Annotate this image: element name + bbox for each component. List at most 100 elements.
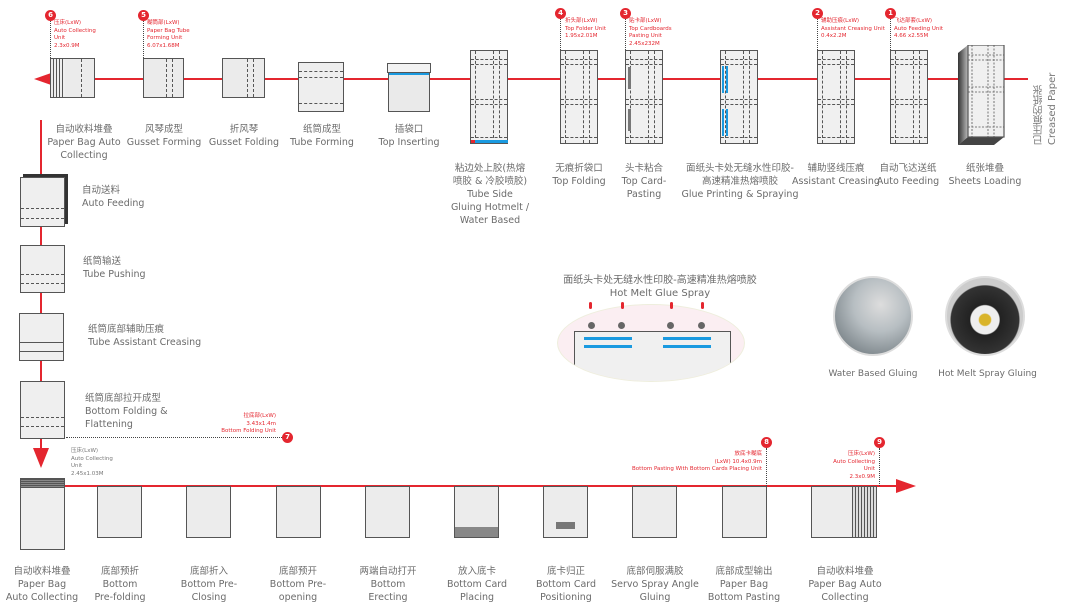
hot-melt-detail-ellipse — [557, 304, 745, 382]
glue-strip — [726, 66, 728, 93]
photo-hot-melt-spray-gluing — [945, 276, 1025, 356]
sheets-stack — [958, 45, 1005, 145]
unit-badge-2: 2 — [812, 8, 823, 19]
spray-marker-icon — [621, 302, 624, 309]
photo-water-based-gluing — [833, 276, 913, 356]
top-flow-arrowhead — [34, 72, 54, 86]
spray-nozzle-icon — [618, 322, 625, 329]
unit-badge-9: 9 — [874, 437, 885, 448]
spray-marker-icon — [670, 302, 673, 309]
unit-leader-9 — [879, 448, 880, 486]
sheet-glue-printing — [720, 50, 758, 144]
spray-marker-icon — [701, 302, 704, 309]
top-card — [628, 67, 631, 89]
unit-badge-5: 5 — [138, 10, 149, 21]
unit-badge-8: 8 — [761, 437, 772, 448]
unit-leader-3 — [625, 19, 626, 50]
sheet-tube-side-gluing — [470, 50, 508, 144]
glue-strip — [663, 345, 711, 348]
bag-servo-spray-gluing — [632, 486, 677, 538]
waterbased-edge — [475, 140, 508, 143]
bag-bottom-folding — [20, 381, 65, 439]
glue-strip — [584, 345, 632, 348]
bottom-flow-arrowhead — [896, 479, 916, 493]
bag-stack-bottom-collecting — [20, 478, 65, 550]
bag-gusset-forming — [143, 58, 184, 98]
unit-badge-7: 7 — [282, 432, 293, 443]
unit-badge-3: 3 — [620, 8, 631, 19]
bag-bottom-card-placing — [454, 486, 499, 538]
sheet-top-folding — [560, 50, 598, 144]
unit-badge-1: 1 — [885, 8, 896, 19]
bag-bottom-pasting — [722, 486, 767, 538]
unit-leader-5 — [143, 21, 144, 58]
top-card — [628, 109, 631, 131]
bag-stack-auto-collecting — [50, 58, 95, 98]
bag-bottom-pre-folding — [97, 486, 142, 538]
spray-marker-icon — [589, 302, 592, 309]
bag-tube-forming — [298, 62, 344, 112]
bag-auto-feeding — [20, 177, 65, 227]
top-flow-line — [48, 78, 1028, 80]
unit-leader-6 — [50, 21, 51, 58]
hot-melt-title: 面纸头卡处无缝水性印胶-高速精准热熔喷胶 Hot Melt Glue Spray — [563, 275, 757, 299]
bag-bottom-pre-opening — [276, 486, 321, 538]
bag-tube-pushing — [20, 245, 65, 293]
hotmelt-edge — [471, 140, 475, 143]
unit-leader-1 — [890, 19, 891, 50]
unit-badge-4: 4 — [555, 8, 566, 19]
spray-nozzle-icon — [698, 322, 705, 329]
glue-strip — [726, 109, 728, 136]
glue-strip — [584, 337, 632, 340]
unit-leader-4 — [560, 19, 561, 50]
sheet-auto-feeding — [890, 50, 928, 144]
photo-caption-water-based: Water Based Gluing — [828, 369, 918, 379]
spray-nozzle-icon — [588, 322, 595, 329]
unit-badge-6: 6 — [45, 10, 56, 21]
unit-leader-8 — [766, 448, 767, 486]
bag-bottom-card-positioning — [543, 486, 588, 538]
glue-strip — [722, 66, 724, 93]
glue-strip — [722, 109, 724, 136]
bag-gusset-folding — [222, 58, 265, 98]
left-flow-arrowhead — [33, 448, 49, 468]
bag-bottom-erecting — [365, 486, 410, 538]
bag-stack-final-collecting — [811, 486, 877, 538]
sheet-top-card-pasting — [625, 50, 663, 144]
unit-leader-2 — [817, 19, 818, 50]
spray-nozzle-icon — [667, 322, 674, 329]
unit-leader-7 — [66, 437, 282, 438]
